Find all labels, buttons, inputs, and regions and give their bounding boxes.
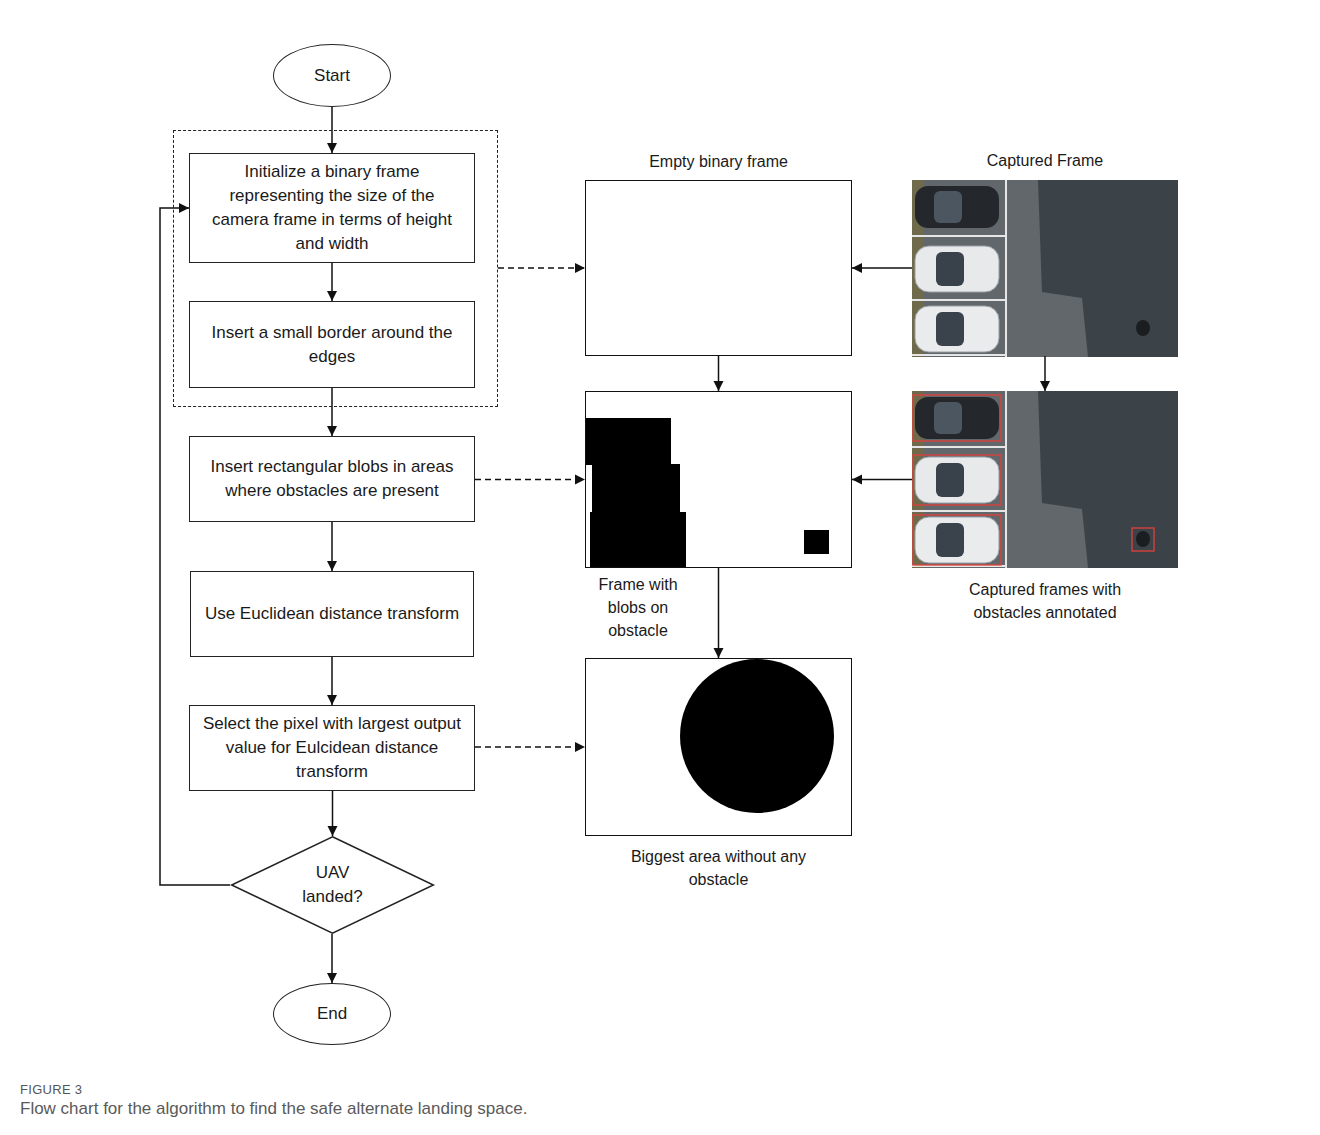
dashed-arrow [498, 263, 585, 273]
captured-photo [912, 180, 1178, 357]
node-text: Insert a small border around the edges [202, 321, 462, 369]
photo-frame: Captured Frame [912, 180, 1178, 356]
flow-arrow [327, 263, 337, 301]
node-text: UAV landed? [291, 861, 375, 909]
arrowhead [327, 561, 337, 571]
landing-circle [680, 659, 834, 813]
flow-arrow [1040, 356, 1050, 391]
arrowhead [327, 291, 337, 301]
process-box: Insert rectangular blobs in areas where … [189, 436, 475, 522]
flow-arrow [327, 934, 337, 983]
binary-frame: Empty binary frame [585, 180, 852, 356]
flow-arrow [714, 356, 724, 391]
detection-boxes [913, 395, 1154, 565]
terminal-ellipse: Start [273, 44, 391, 107]
arrowhead [714, 381, 724, 391]
arrowhead [327, 143, 337, 153]
flow-arrow [327, 657, 337, 705]
dashed-arrow [475, 475, 585, 485]
arrowhead [179, 203, 189, 213]
node-text: Insert rectangular blobs in areas where … [202, 455, 462, 503]
figure-number: FIGURE 3 [20, 1082, 82, 1098]
arrowhead [1040, 381, 1050, 391]
arrowhead [714, 648, 724, 658]
arrowhead [575, 475, 585, 485]
flow-arrow [327, 522, 337, 571]
figure-caption: Flow chart for the algorithm to find the… [20, 1098, 1300, 1120]
terminal-ellipse: End [273, 983, 391, 1045]
blob [804, 530, 829, 554]
arrowhead [327, 695, 337, 705]
node-text: Select the pixel with largest output val… [202, 712, 462, 784]
obstacle-blobs [586, 418, 829, 567]
detection-box [1132, 528, 1154, 551]
connector-line [498, 267, 585, 269]
arrowhead [575, 742, 585, 752]
node-text: End [317, 1002, 347, 1026]
arrowhead [575, 263, 585, 273]
arrowhead [327, 426, 337, 436]
blob [590, 512, 686, 567]
diamond-outline [230, 836, 435, 934]
connector-line [718, 568, 720, 658]
frame-heading: Empty binary frame [566, 152, 871, 172]
detection-box [913, 455, 1001, 505]
process-box: Use Euclidean distance transform [190, 571, 474, 657]
node-text: Start [314, 64, 350, 88]
frame-heading: Captured Frame [892, 151, 1198, 171]
connector-line [475, 479, 585, 481]
arrowhead [852, 475, 862, 485]
detection-box [913, 395, 1001, 441]
frame-heading: Frame with blobs on obstacle [588, 573, 688, 642]
binary-frame: Biggest area without any obstacle [585, 658, 852, 836]
arrowhead [328, 826, 338, 836]
flow-arrow [328, 791, 338, 836]
process-box: Insert a small border around the edges [189, 301, 475, 388]
annotated-photo [912, 391, 1178, 568]
dashed-group: Initialize a binary frame representing t… [173, 130, 498, 407]
node-text: Initialize a binary frame representing t… [202, 160, 462, 256]
binary-frame: Frame with blobs on obstacle [585, 391, 852, 568]
blob [592, 464, 680, 513]
node-text: Use Euclidean distance transform [205, 602, 459, 626]
detection-box [913, 515, 1001, 565]
flow-arrow [714, 568, 724, 658]
process-box: Initialize a binary frame representing t… [189, 153, 475, 263]
photo-frame: Captured frames with obstacles annotated [912, 391, 1178, 568]
flow-arrow [327, 388, 337, 436]
flow-arrow [852, 263, 912, 273]
dashed-arrow [475, 742, 585, 752]
arrowhead [852, 263, 862, 273]
blob [586, 418, 671, 465]
frame-heading: Biggest area without any obstacle [614, 845, 824, 891]
decision-diamond: UAV landed? [230, 836, 435, 934]
connector-line [475, 746, 585, 748]
flow-arrow [852, 475, 912, 485]
frame-heading: Captured frames with obstacles annotated [940, 578, 1150, 624]
diamond-shape [232, 837, 434, 933]
process-box: Select the pixel with largest output val… [189, 705, 475, 791]
arrowhead [327, 973, 337, 983]
